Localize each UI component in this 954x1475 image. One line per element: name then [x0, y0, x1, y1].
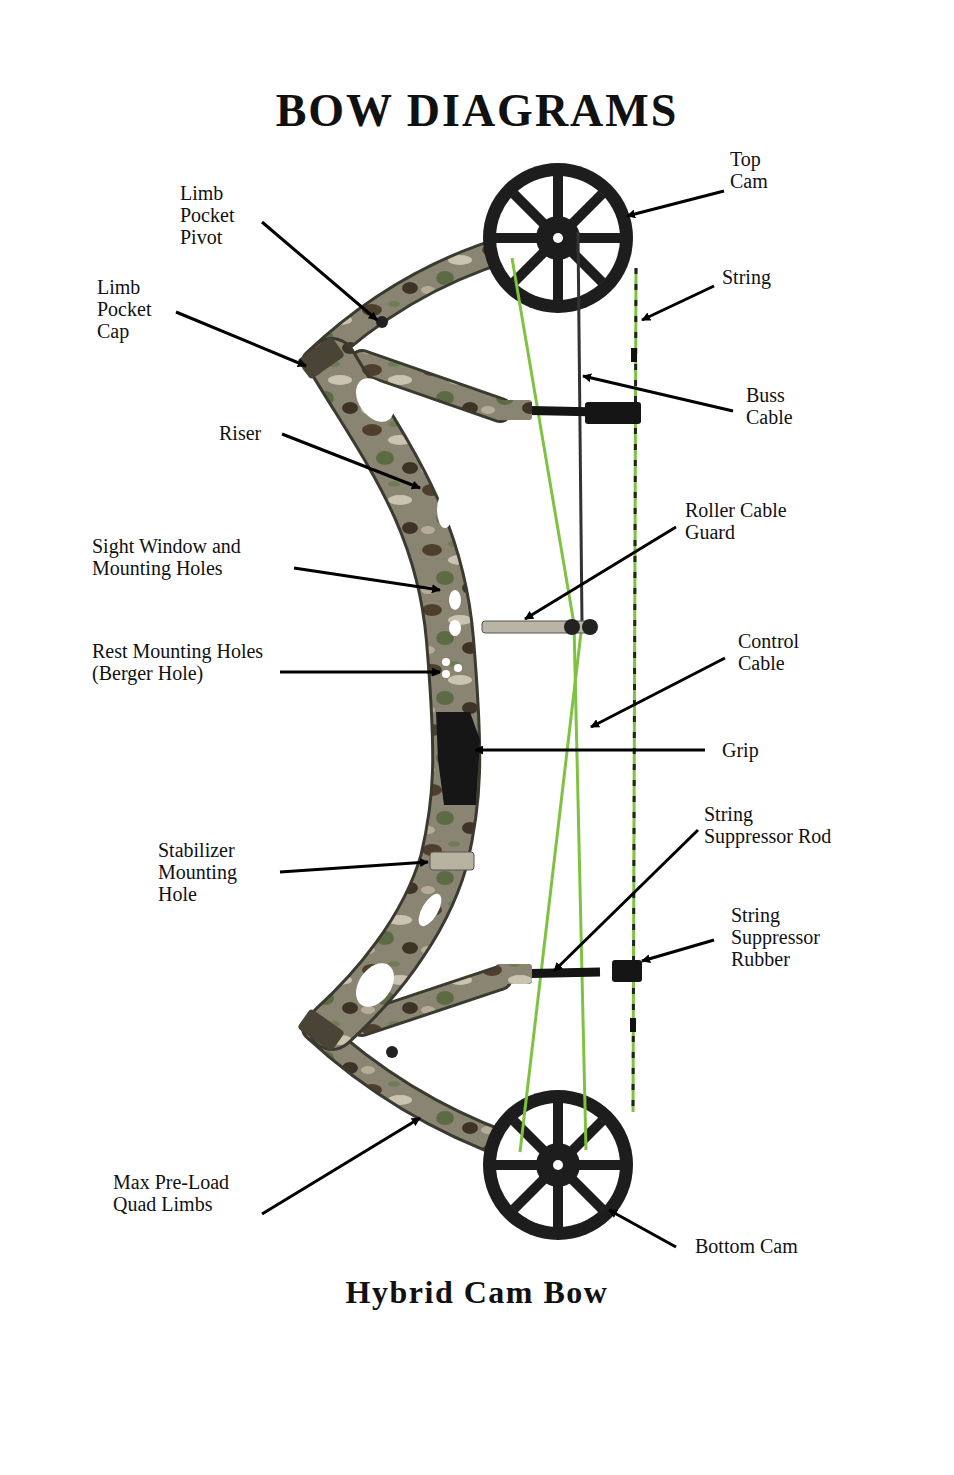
limb-pocket-pivot: [376, 316, 388, 328]
limb-pocket-cap: [297, 1008, 345, 1052]
leader-arrow: [262, 222, 377, 320]
part-label: Limb Pocket Cap: [97, 276, 179, 342]
suppressor-rubber: [585, 402, 641, 424]
cam-hub: [536, 1143, 580, 1187]
leader-arrow: [280, 671, 440, 674]
riser-cutout: [414, 890, 446, 929]
top-cam: [483, 163, 633, 313]
leader-arrow: [475, 749, 705, 752]
part-label: Roller Cable Guard: [685, 499, 819, 543]
part-label: Top Cam: [730, 148, 788, 192]
suppressor-mount: [496, 400, 532, 420]
riser-cutout: [437, 492, 453, 528]
sight-hole: [449, 620, 461, 636]
diagram-title: BOW DIAGRAMS: [0, 84, 954, 137]
string: [633, 268, 636, 1112]
leader-arrow: [525, 527, 676, 619]
leader-arrow: [627, 191, 724, 216]
cable: [520, 624, 582, 1152]
leader-arrow: [176, 312, 306, 366]
leader-arrow: [294, 568, 440, 590]
cam-wheel: [483, 1090, 633, 1240]
part-label: String Suppressor Rubber: [731, 904, 837, 970]
leader-arrow: [609, 1210, 676, 1247]
roller: [582, 619, 598, 635]
leader-lines: [176, 191, 733, 1247]
part-label: Stabilizer Mounting Hole: [158, 839, 262, 905]
cam-hub: [536, 216, 580, 260]
part-label: String Suppressor Rod: [704, 803, 840, 847]
diagram-caption: Hybrid Cam Bow: [0, 1274, 954, 1311]
cam-spokes: [496, 1103, 620, 1227]
part-label: Riser: [219, 422, 299, 444]
sight-hole: [449, 590, 461, 610]
rest-hole: [442, 658, 450, 666]
rest-hole: [454, 664, 462, 672]
part-label: Bottom Cam: [695, 1235, 845, 1257]
cable: [578, 232, 582, 624]
bottom-cam: [483, 1090, 633, 1240]
part-label: Limb Pocket Pivot: [180, 182, 262, 248]
leader-arrow: [262, 1118, 420, 1214]
leader-arrow: [591, 658, 725, 727]
limbs: [315, 236, 560, 1162]
cable: [512, 258, 574, 624]
leader-arrow: [642, 286, 714, 320]
part-label: Rest Mounting Holes (Berger Hole): [92, 640, 302, 684]
suppressor-rubber: [612, 960, 642, 982]
grip: [436, 712, 480, 805]
limb-pocket-cap: [297, 336, 345, 380]
riser: [297, 316, 500, 1058]
string-stop: [630, 1018, 636, 1032]
cam-axle: [553, 233, 563, 243]
part-label: String: [722, 266, 812, 288]
stabilizer-bushing: [430, 852, 474, 870]
leader-arrow: [280, 862, 428, 872]
limb-pocket-pivot: [386, 1046, 398, 1058]
riser-cutout: [348, 371, 402, 429]
cam-opening: [496, 1103, 620, 1227]
string-serving: [633, 268, 636, 1112]
part-label: Control Cable: [738, 630, 830, 674]
part-label: Grip: [722, 739, 802, 761]
cable: [574, 624, 586, 1150]
leader-arrow: [282, 434, 420, 488]
riser-cutout: [348, 956, 402, 1014]
string-stop: [631, 348, 637, 362]
accessories: [482, 400, 642, 984]
part-label: Max Pre-Load Quad Limbs: [113, 1171, 255, 1215]
cam-axle: [553, 1160, 563, 1170]
cam-wheel: [483, 163, 633, 313]
roller: [564, 619, 580, 635]
suppressor-mount: [496, 964, 532, 984]
part-label: Buss Cable: [746, 384, 810, 428]
leader-arrow: [583, 376, 733, 411]
part-label: Sight Window and Mounting Holes: [92, 535, 288, 579]
strings: [512, 232, 637, 1152]
leader-arrow: [642, 940, 714, 961]
rest-hole: [442, 670, 450, 678]
